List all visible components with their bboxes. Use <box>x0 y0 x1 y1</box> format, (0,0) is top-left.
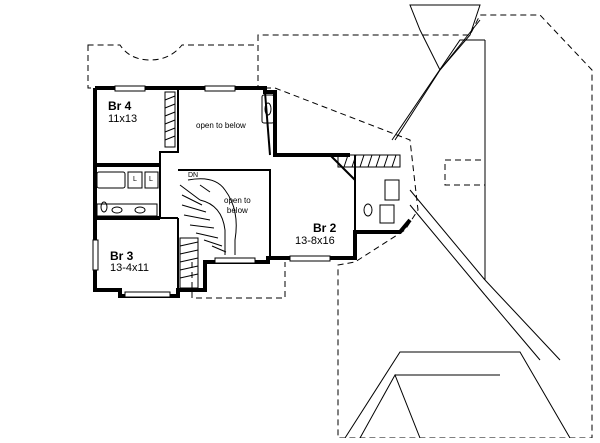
open-to-below-upper: open to below <box>196 121 246 130</box>
fixture-label-right: L <box>149 176 153 183</box>
windows <box>92 85 331 298</box>
open-to-below-stair: open to below <box>224 196 251 215</box>
roof-ridges <box>344 4 571 439</box>
curved-stair <box>179 178 237 255</box>
room-dims-br3: 13-4x11 <box>110 262 149 274</box>
stair-down-label: DN <box>188 172 199 179</box>
bath-fixtures <box>96 94 400 224</box>
room-name-br4: Br 4 <box>108 99 132 113</box>
room-dims-br2: 13-8x16 <box>295 235 335 247</box>
room-name-br2: Br 2 <box>313 221 337 235</box>
fixture-label-left: L <box>133 176 137 183</box>
roof-outline <box>87 14 593 439</box>
room-name-br3: Br 3 <box>110 249 134 263</box>
closets <box>164 91 401 289</box>
room-dims-br4: 11x13 <box>108 113 138 125</box>
